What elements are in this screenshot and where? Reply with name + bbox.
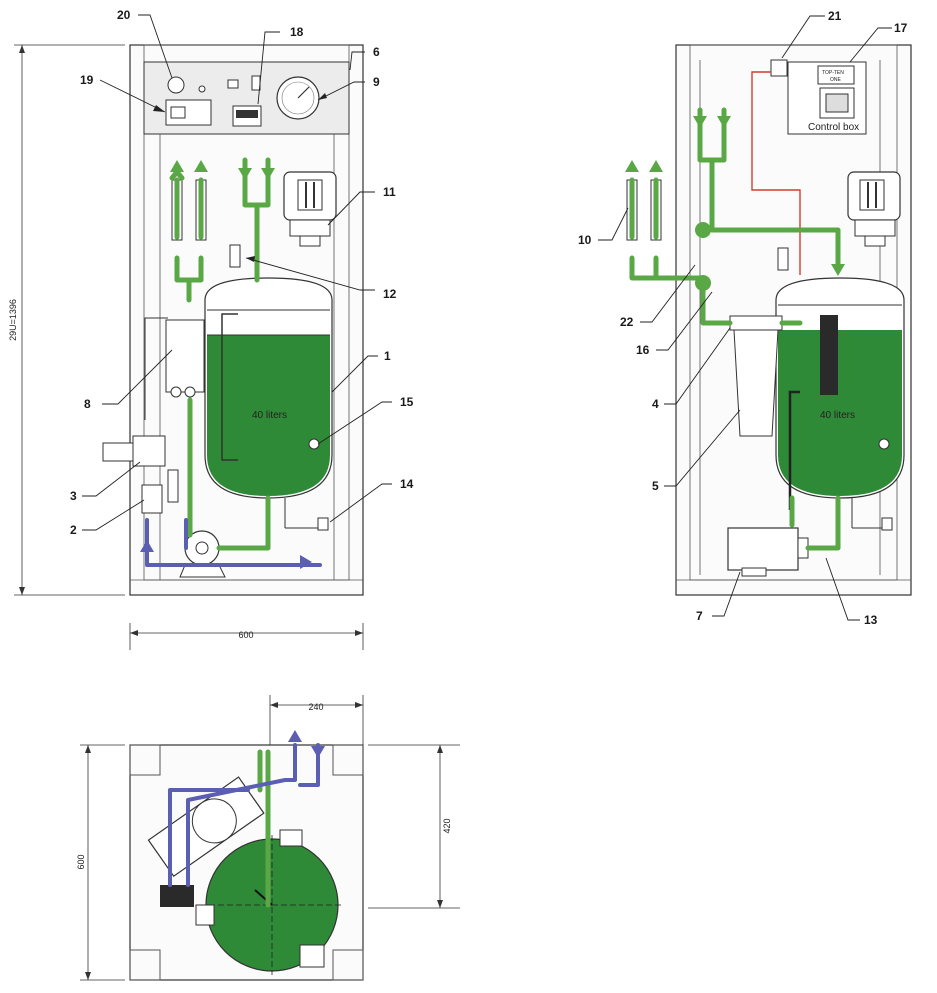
- thermometer-icon: [198, 85, 206, 93]
- pump-motor: [727, 527, 799, 571]
- filter-top-view: [160, 885, 194, 907]
- manifold-block: [165, 319, 205, 393]
- front-view: 40 liters: [102, 44, 364, 596]
- level-sensor-icon: [308, 438, 320, 450]
- tank-capacity-label: 40 liters: [252, 410, 287, 421]
- callout-3: 3: [70, 489, 77, 503]
- callouts: 20 18 19 6 9 11 12 1 15 14 8 3 2 21 17: [70, 8, 908, 627]
- callout-18: 18: [290, 25, 304, 39]
- callout-1: 1: [384, 349, 391, 363]
- callout-9: 9: [373, 75, 380, 89]
- callout-4: 4: [652, 397, 659, 411]
- callout-10: 10: [578, 233, 592, 247]
- vent-valve: [229, 244, 241, 268]
- tank-capacity-label-back: 40 liters: [820, 410, 855, 421]
- callout-17: 17: [894, 21, 908, 35]
- control-box-label: Control box: [808, 122, 859, 133]
- switch-2: [251, 75, 261, 91]
- solenoid-valve: [770, 59, 788, 77]
- callout-13: 13: [864, 613, 878, 627]
- callout-8: 8: [84, 397, 91, 411]
- callout-19: 19: [80, 73, 94, 87]
- callout-20: 20: [117, 8, 131, 22]
- drain-valve: [317, 517, 329, 531]
- callout-5: 5: [652, 479, 659, 493]
- control-box-lcd-line1: TOP-TEN: [822, 70, 844, 76]
- dimensions: 29U=1396 600 240 600 420: [8, 44, 460, 981]
- callout-21: 21: [828, 9, 842, 23]
- callout-22: 22: [620, 315, 634, 329]
- pressure-gauge-small: [167, 76, 185, 94]
- control-box-lcd-line2: ONE: [830, 77, 842, 83]
- partial-depth-dimension: 420: [442, 818, 452, 833]
- callout-16: 16: [636, 343, 650, 357]
- callout-2: 2: [70, 523, 77, 537]
- switch: [227, 79, 239, 89]
- offset-dimension: 240: [308, 702, 323, 712]
- callout-11: 11: [383, 185, 396, 199]
- width-dimension: 600: [238, 630, 253, 640]
- depth-dimension: 600: [76, 854, 86, 869]
- sediment-filter: [733, 329, 779, 437]
- back-view: Control box TOP-TEN ONE 40 liters: [625, 44, 912, 596]
- height-dimension: 29U=1396: [8, 299, 18, 341]
- level-probe: [820, 315, 838, 395]
- filter-head: [729, 315, 783, 331]
- callout-7: 7: [696, 609, 703, 623]
- callout-14: 14: [400, 477, 414, 491]
- top-view: [129, 730, 364, 981]
- y-strainer: [141, 484, 163, 514]
- callout-12: 12: [383, 287, 397, 301]
- three-way-valve: [102, 442, 134, 462]
- callout-6: 6: [373, 45, 380, 59]
- callout-15: 15: [400, 395, 414, 409]
